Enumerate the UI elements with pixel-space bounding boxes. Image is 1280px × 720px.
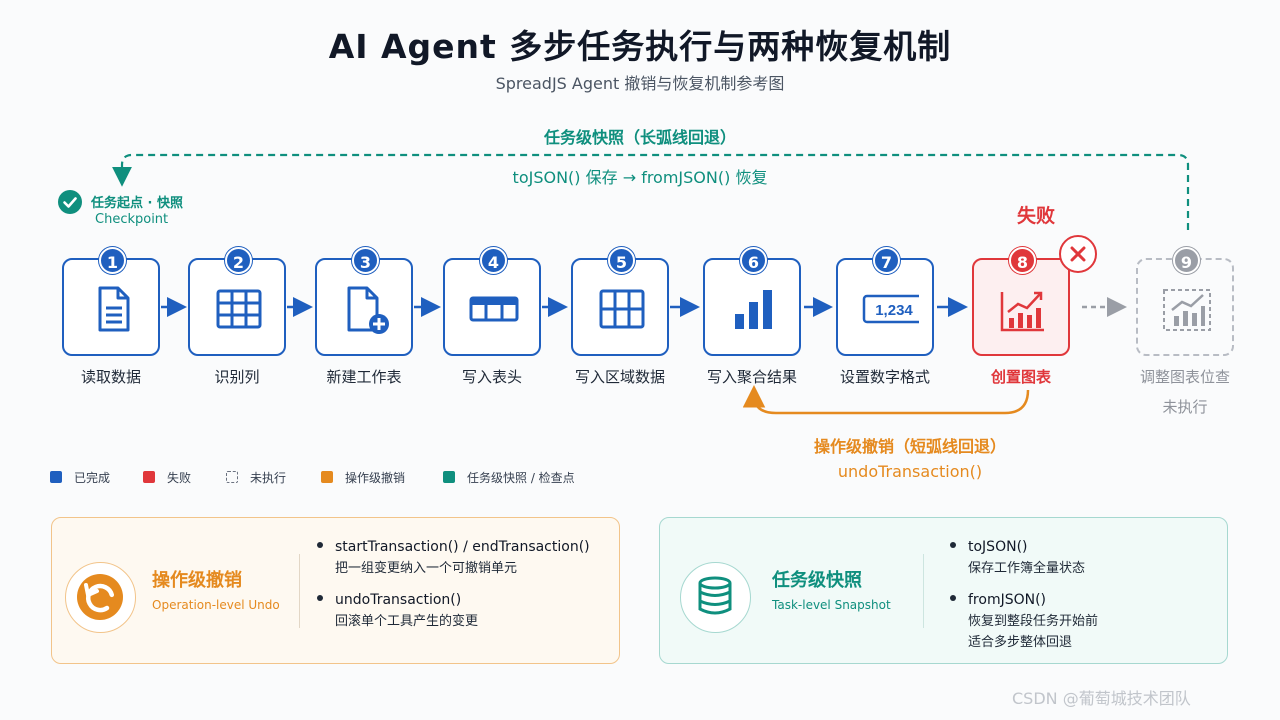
document-icon	[98, 286, 130, 332]
bullet-dot	[317, 542, 323, 548]
step-8-box: 8	[972, 247, 1070, 356]
bullet-desc: 把一组变更纳入一个可撤销单元	[335, 561, 518, 576]
legend-swatch	[321, 471, 333, 483]
watermark: CSDN @葡萄城技术团队	[1012, 689, 1191, 708]
bullet-dot	[317, 595, 323, 601]
step-number: 9	[1173, 247, 1200, 274]
snapshot-card-bullets: toJSON() 保存工作簿全量状态 fromJSON() 恢复到整段任务开始前…	[948, 536, 1098, 663]
step-9-label: 调整图表位查	[1139, 368, 1230, 386]
step-4-box: 4	[443, 247, 541, 356]
snapshot-arc	[112, 153, 1190, 230]
undo-card-subtitle: Operation-level Undo	[152, 598, 280, 612]
step-7-label: 设置数字格式	[839, 368, 930, 386]
step-9-box: 9	[1136, 247, 1234, 356]
undo-icon	[65, 562, 136, 633]
snapshot-arc-methods: toJSON() 保存 → fromJSON() 恢复	[512, 168, 768, 187]
undo-arc-title: 操作级撤销（短弧线回退）	[813, 437, 1006, 456]
step-9-status: 未执行	[1162, 398, 1208, 416]
bullet-title: toJSON()	[968, 539, 1028, 555]
step-3-label: 新建工作表	[326, 368, 402, 386]
bullet-dot	[950, 595, 956, 601]
list-item: fromJSON() 恢复到整段任务开始前 适合多步整体回退	[948, 589, 1098, 653]
bar-chart-icon	[735, 290, 772, 329]
divider	[923, 554, 924, 628]
step-number: 2	[225, 247, 252, 274]
bullet-desc: 适合多步整体回退	[968, 635, 1073, 650]
close-icon	[1059, 235, 1097, 273]
legend-label: 未执行	[250, 471, 287, 485]
line-chart-icon	[1000, 291, 1044, 332]
step-number: 4	[480, 247, 507, 274]
step-number: 3	[352, 247, 379, 274]
step-number: 1	[99, 247, 126, 274]
list-item: startTransaction() / endTransaction() 把一…	[315, 536, 590, 579]
undo-arc	[742, 385, 1030, 415]
step-4-label: 写入表头	[461, 368, 522, 386]
bullet-desc: 回滚单个工具产生的变更	[335, 614, 479, 629]
step-1-label: 读取数据	[80, 368, 141, 386]
list-item: toJSON() 保存工作簿全量状态	[948, 536, 1098, 579]
step-number: 5	[608, 247, 635, 274]
step-5-label: 写入区域数据	[574, 368, 665, 386]
step-8-label: 创置图表	[990, 368, 1051, 386]
grid-icon	[599, 289, 645, 329]
step-number: 8	[1009, 247, 1036, 274]
step-number: 6	[740, 247, 767, 274]
bullet-dot	[950, 542, 956, 548]
number-format-icon: 1,234	[862, 294, 919, 324]
step-1-box: 1	[62, 247, 160, 356]
legend-swatch	[143, 471, 155, 483]
bullet-desc: 恢复到整段任务开始前	[968, 614, 1099, 629]
line-chart-icon	[1163, 289, 1211, 331]
bullet-desc: 保存工作簿全量状态	[968, 561, 1086, 576]
bullet-title: fromJSON()	[968, 592, 1047, 608]
undo-arc-method: undoTransaction()	[837, 462, 983, 481]
step-6-box: 6	[703, 247, 801, 356]
legend-label: 失败	[167, 471, 192, 485]
new-sheet-icon	[347, 286, 389, 334]
grid-icon	[216, 289, 262, 329]
legend-label: 操作级撤销	[345, 471, 406, 485]
legend-label: 任务级快照 / 检查点	[467, 471, 575, 485]
list-item: undoTransaction() 回滚单个工具产生的变更	[315, 589, 590, 632]
fail-tag: 失败	[1016, 205, 1055, 227]
step-7-box: 7 1,234	[836, 247, 934, 356]
step-3-box: 3	[315, 247, 413, 356]
legend-swatch	[50, 471, 62, 483]
checkpoint-label: 任务起点 · 快照	[91, 196, 183, 211]
snapshot-arc-title: 任务级快照（长弧线回退）	[543, 128, 736, 147]
undo-card-bullets: startTransaction() / endTransaction() 把一…	[315, 536, 590, 642]
step-2-box: 2	[188, 247, 286, 356]
undo-card: 操作级撤销 Operation-level Undo startTransact…	[51, 517, 620, 664]
step-2-label: 识别列	[214, 368, 260, 386]
step-6-label: 写入聚合结果	[706, 368, 797, 386]
snapshot-card-subtitle: Task-level Snapshot	[772, 598, 891, 612]
snapshot-card-title: 任务级快照	[772, 570, 862, 591]
step-number: 7	[873, 247, 900, 274]
snapshot-card: 任务级快照 Task-level Snapshot toJSON() 保存工作簿…	[659, 517, 1228, 664]
number-format-sample: 1,234	[875, 302, 913, 319]
page-title: AI Agent 多步任务执行与两种恢复机制	[328, 27, 952, 66]
checkpoint-sublabel: Checkpoint	[95, 212, 169, 227]
page-subtitle: SpreadJS Agent 撤销与恢复机制参考图	[495, 74, 785, 93]
divider	[299, 554, 300, 628]
legend-swatch	[226, 471, 238, 483]
legend-swatch	[443, 471, 455, 483]
bullet-title: startTransaction() / endTransaction()	[335, 539, 590, 555]
check-circle-icon	[58, 190, 82, 214]
bullet-title: undoTransaction()	[335, 592, 462, 608]
step-5-box: 5	[571, 247, 669, 356]
legend-label: 已完成	[74, 471, 111, 485]
database-icon	[680, 562, 751, 633]
table-header-icon	[469, 296, 519, 322]
undo-card-title: 操作级撤销	[152, 570, 242, 591]
